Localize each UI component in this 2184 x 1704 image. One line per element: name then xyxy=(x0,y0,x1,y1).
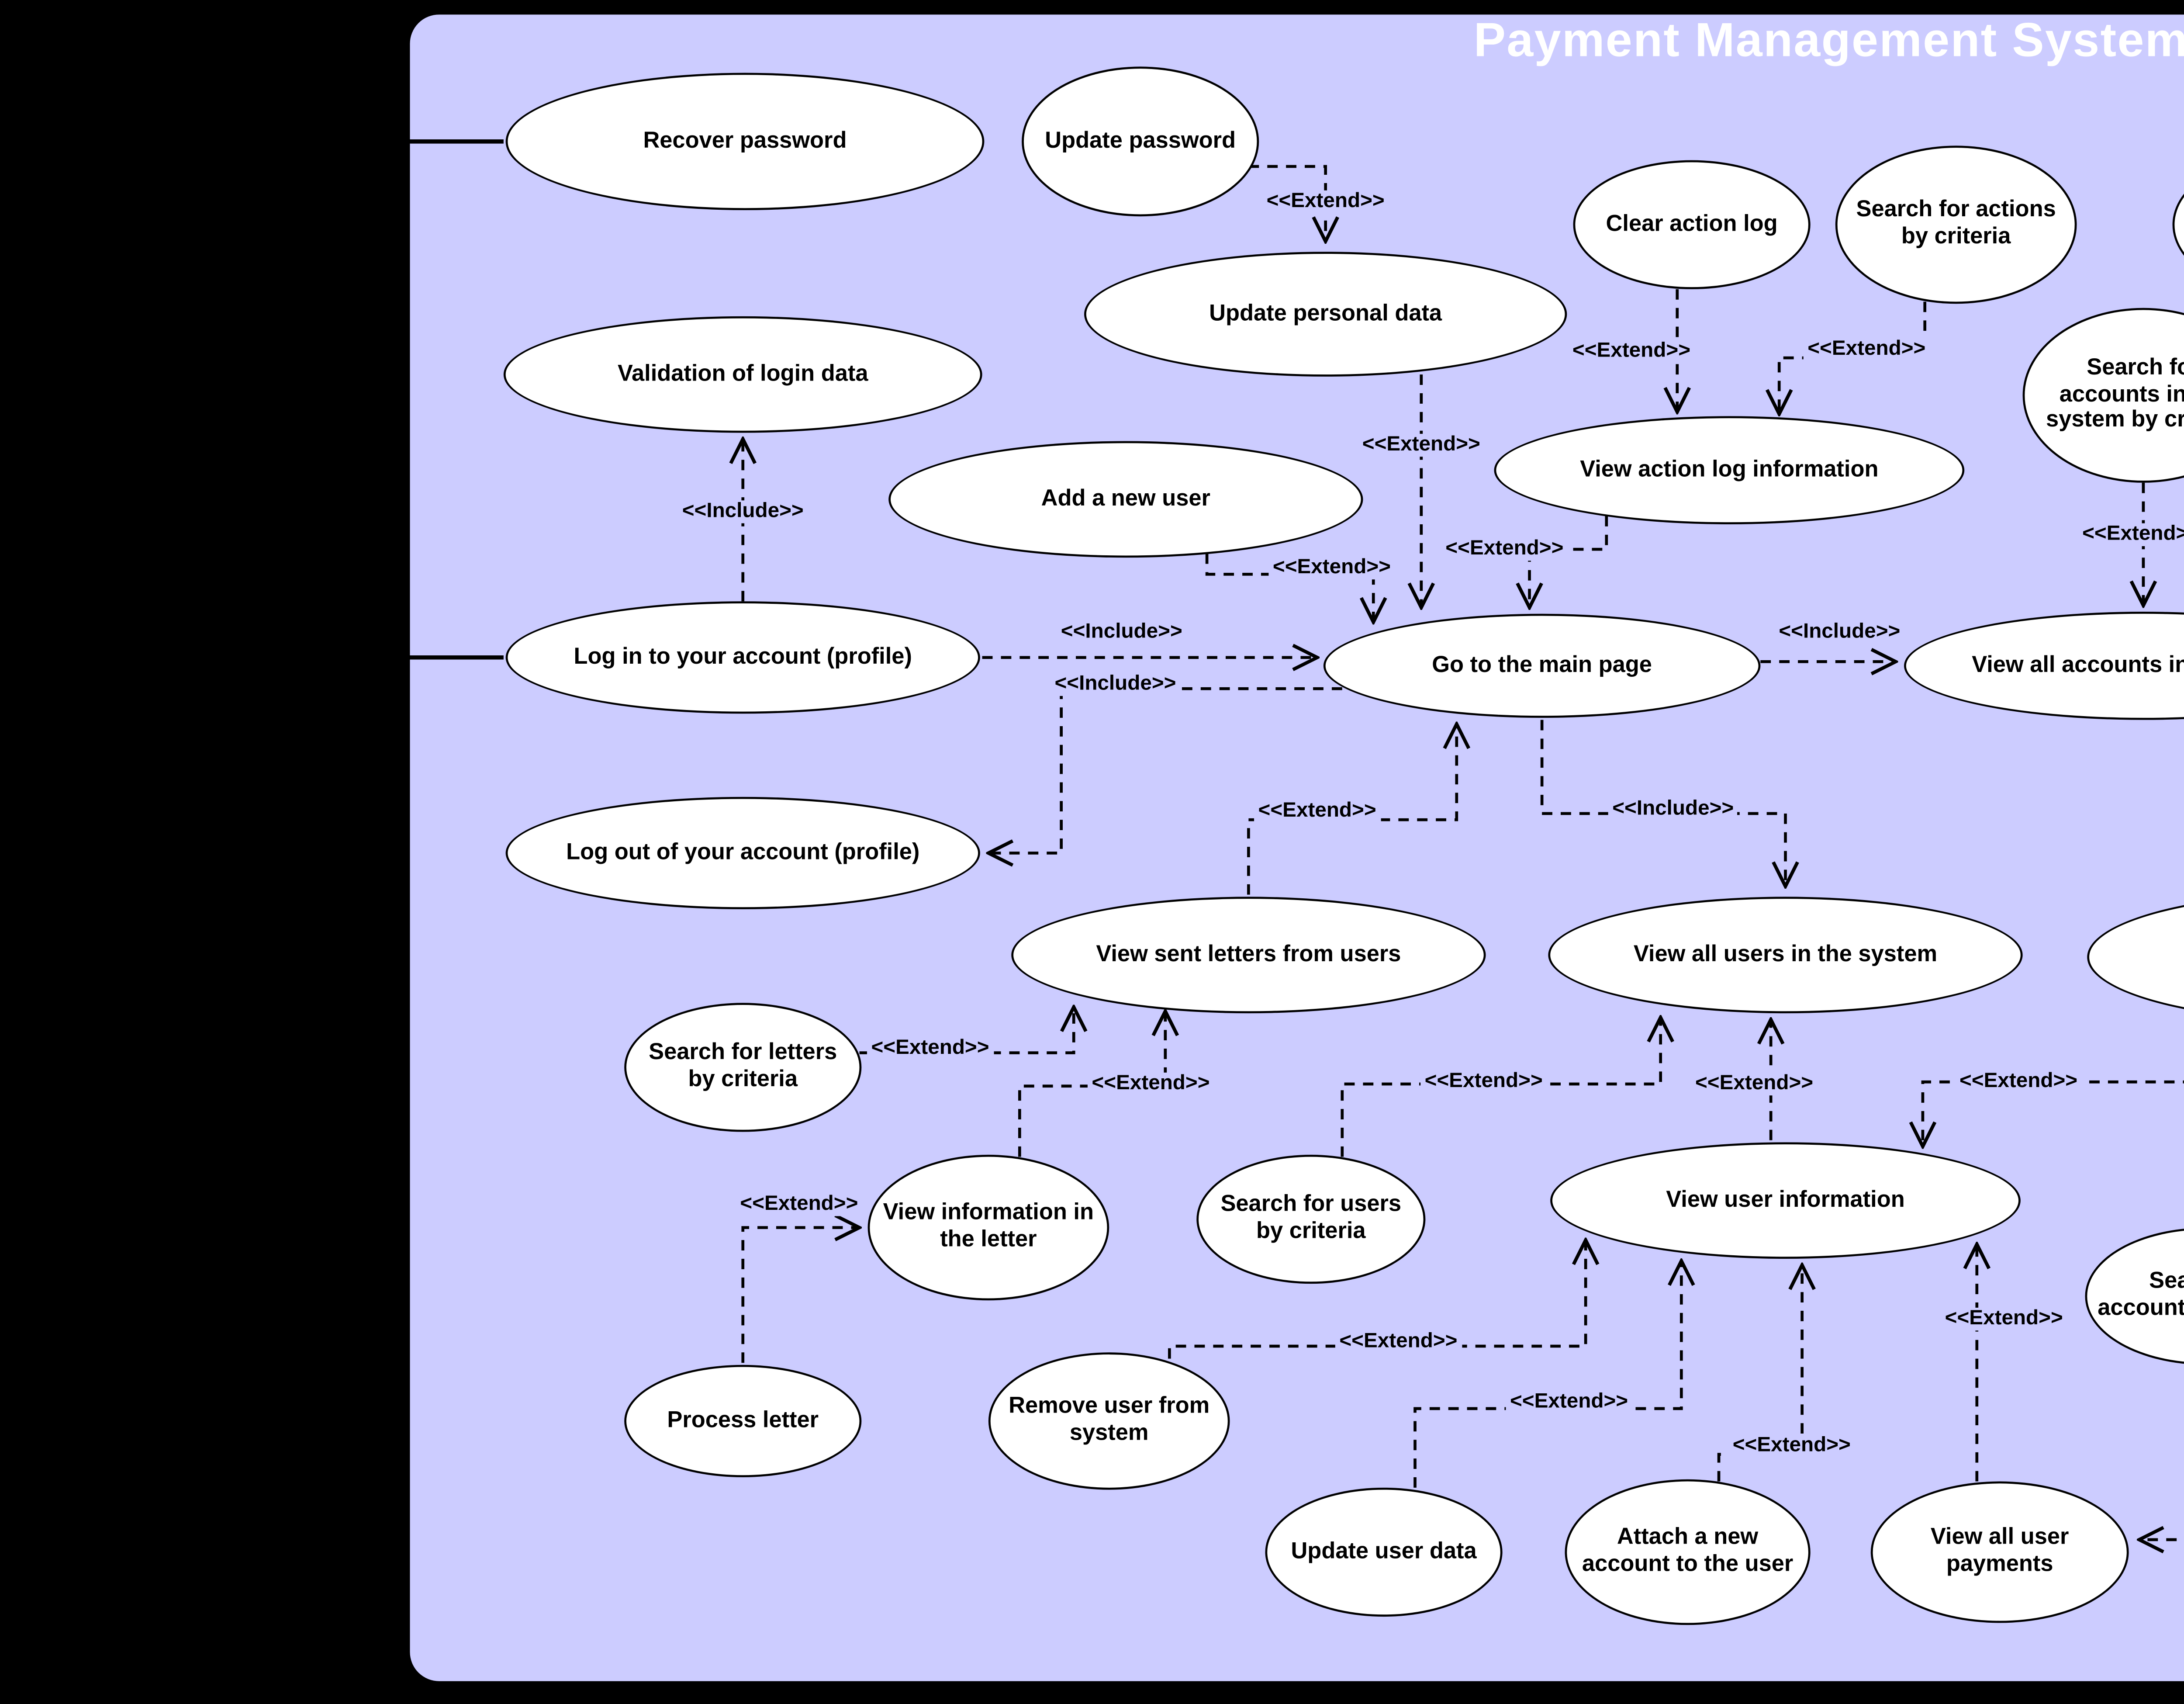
connector-extend-process-letter-to-info-in-letter xyxy=(741,1228,860,1363)
usecase-label: Log out of your account (profile) xyxy=(566,839,920,865)
usecase-view-all-user-payments[interactable]: View all user payments xyxy=(1870,1481,2129,1623)
usecase-label: Validation of login data xyxy=(617,361,868,386)
usecase-add-a-new-user[interactable]: Add a new user xyxy=(888,441,1363,558)
usecase-label: Search for users by criteria xyxy=(1220,1192,1402,1244)
usecase-label: Update user data xyxy=(1291,1538,1477,1564)
usecase-label: Remove user from system xyxy=(1009,1394,1210,1446)
connector-extend-update-password-to-update-personal-data xyxy=(1248,165,1325,241)
stereotype-extend: <<Extend>> xyxy=(1420,1070,1547,1094)
usecase-label: Attach a new account to the user xyxy=(1582,1525,1794,1577)
usecase-clear-action-log[interactable]: Clear action log xyxy=(1573,160,1811,289)
connector-include-main-page-to-log-out xyxy=(988,687,1361,853)
usecase-search-users-by-criteria[interactable]: Search for users by criteria xyxy=(1196,1154,1426,1284)
usecase-label: Recover password xyxy=(643,128,847,153)
stereotype-extend: <<Extend>> xyxy=(1358,433,1485,457)
connector-extend-search-letters-to-sent-letters xyxy=(859,1007,1074,1054)
usecase-label: Clear action log xyxy=(1606,211,1778,236)
connector-extend-info-in-letter-to-sent-letters xyxy=(1018,1011,1165,1157)
usecase-label: Go to the main page xyxy=(1432,652,1652,678)
usecase-label: Update personal data xyxy=(1209,301,1442,326)
usecase-view-sent-letters[interactable]: View sent letters from users xyxy=(1011,897,1486,1014)
usecase-update-personal-data[interactable]: Update personal data xyxy=(1084,252,1567,377)
usecase-view-information-in-letter[interactable]: View information in the letter xyxy=(867,1154,1109,1301)
usecase-label: Log in to your account (profile) xyxy=(574,644,912,669)
usecase-search-letters-by-criteria[interactable]: Search for letters by criteria xyxy=(624,1003,862,1132)
usecase-label: Update password xyxy=(1045,128,1236,153)
stereotype-include: <<Include>> xyxy=(1057,621,1187,644)
usecase-search-actions-by-criteria[interactable]: Search for actions by criteria xyxy=(1835,145,2077,304)
stereotype-extend: <<Extend>> xyxy=(1691,1072,1818,1096)
usecase-label: View sent letters from users xyxy=(1096,941,1401,967)
stereotype-include: <<Include>> xyxy=(1050,673,1181,696)
usecase-validation-of-login-data[interactable]: Validation of login data xyxy=(503,316,982,433)
usecase-label: View all users in the system xyxy=(1633,941,1938,967)
usecase-label: View all user payments xyxy=(1930,1525,2069,1577)
stereotype-extend: <<Extend>> xyxy=(1087,1072,1214,1096)
usecase-label: View user information xyxy=(1666,1187,1905,1212)
stereotype-extend: <<Extend>> xyxy=(1335,1330,1462,1354)
usecase-view-action-log-information[interactable]: View action log information xyxy=(1494,416,1965,525)
usecase-log-out[interactable]: Log out of your account (profile) xyxy=(505,797,980,909)
stereotype-extend: <<Extend>> xyxy=(2078,523,2184,547)
stereotype-include: <<Include>> xyxy=(1608,798,1738,821)
usecase-label: View action log information xyxy=(1580,457,1879,482)
usecase-label: Search for accounts in the system by cri… xyxy=(2046,355,2184,434)
stereotype-include: <<Include>> xyxy=(1774,621,1904,644)
usecase-label: Search for letters by criteria xyxy=(649,1040,837,1093)
stereotype-extend: <<Extend>> xyxy=(1955,1070,2082,1094)
usecase-process-letter[interactable]: Process letter xyxy=(624,1365,862,1478)
usecase-view-user-information[interactable]: View user information xyxy=(1550,1142,2021,1259)
stereotype-extend: <<Extend>> xyxy=(1728,1434,1855,1458)
usecase-update-password[interactable]: Update password xyxy=(1022,66,1259,217)
usecase-label: View all accounts in the system xyxy=(1972,652,2184,678)
usecase-go-to-main-page[interactable]: Go to the main page xyxy=(1323,613,1761,718)
usecase-attach-new-account-to-user[interactable]: Attach a new account to the user xyxy=(1565,1479,1811,1625)
connector-extend-remove-user-to-user-info xyxy=(1168,1240,1586,1359)
connector-extend-update-user-data-to-user-info xyxy=(1413,1261,1682,1488)
stereotype-extend: <<Extend>> xyxy=(1441,537,1568,561)
stereotype-extend: <<Extend>> xyxy=(1568,340,1695,363)
usecase-label: Search for accounts by criteria xyxy=(2098,1269,2184,1321)
stereotype-extend: <<Extend>> xyxy=(867,1037,994,1060)
usecase-label: View information in the letter xyxy=(883,1200,1094,1253)
usecase-update-user-data[interactable]: Update user data xyxy=(1265,1487,1503,1617)
usecase-remove-user-from-system[interactable]: Remove user from system xyxy=(988,1352,1230,1490)
diagram-title: Payment Management System xyxy=(1473,12,2184,67)
usecase-view-all-users-in-system[interactable]: View all users in the system xyxy=(1548,897,2023,1014)
connector-extend-action-log-info-to-main-page xyxy=(1530,516,1608,608)
stereotype-extend: <<Extend>> xyxy=(736,1193,862,1216)
connector-extend-search-actions-to-action-log-info xyxy=(1779,301,1927,414)
stereotype-extend: <<Extend>> xyxy=(1506,1391,1632,1414)
stereotype-extend: <<Extend>> xyxy=(1268,556,1395,580)
usecase-label: Search for actions by criteria xyxy=(1856,197,2056,250)
stereotype-extend: <<Extend>> xyxy=(1262,190,1389,214)
stereotype-extend: <<Extend>> xyxy=(1803,338,1930,361)
usecase-recover-password[interactable]: Recover password xyxy=(505,73,985,210)
usecase-label: Process letter xyxy=(667,1407,819,1433)
stereotype-include: <<Include>> xyxy=(678,500,808,523)
connector-extend-search-payments-to-all-user-payments xyxy=(2139,1365,2184,1540)
usecase-label: Add a new user xyxy=(1041,486,1210,511)
stereotype-extend: <<Extend>> xyxy=(1941,1307,2067,1331)
usecase-log-in[interactable]: Log in to your account (profile) xyxy=(505,601,980,714)
stereotype-extend: <<Extend>> xyxy=(1254,800,1381,823)
